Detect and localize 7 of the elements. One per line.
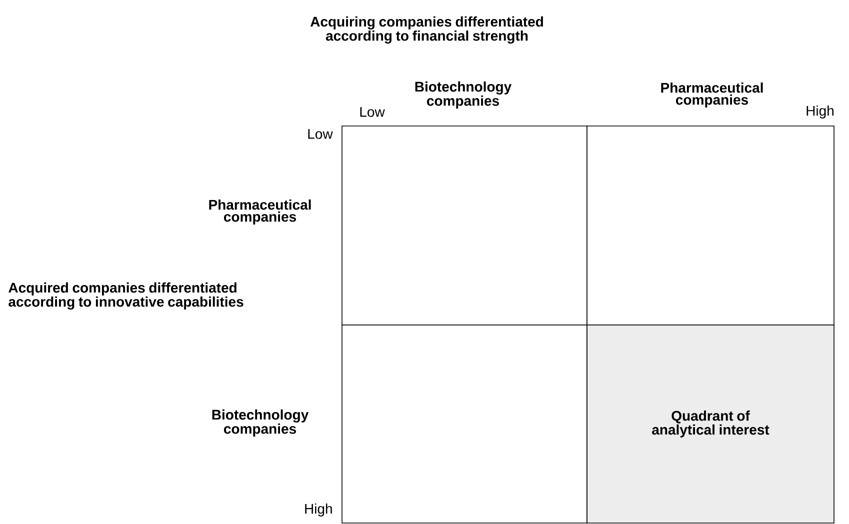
axis-title: Acquired companies differentiated according to innovative capabilities	[8, 282, 244, 310]
axis-title: Acquiring companies differentiated according to financial strength	[310, 16, 543, 44]
row-heading: Pharmaceutical companies	[209, 199, 311, 225]
quadrant	[586, 126, 834, 326]
quadrant	[342, 126, 588, 326]
highlighted-quadrant: Quadrant of analytical interest	[586, 324, 834, 524]
quadrant	[342, 324, 588, 524]
